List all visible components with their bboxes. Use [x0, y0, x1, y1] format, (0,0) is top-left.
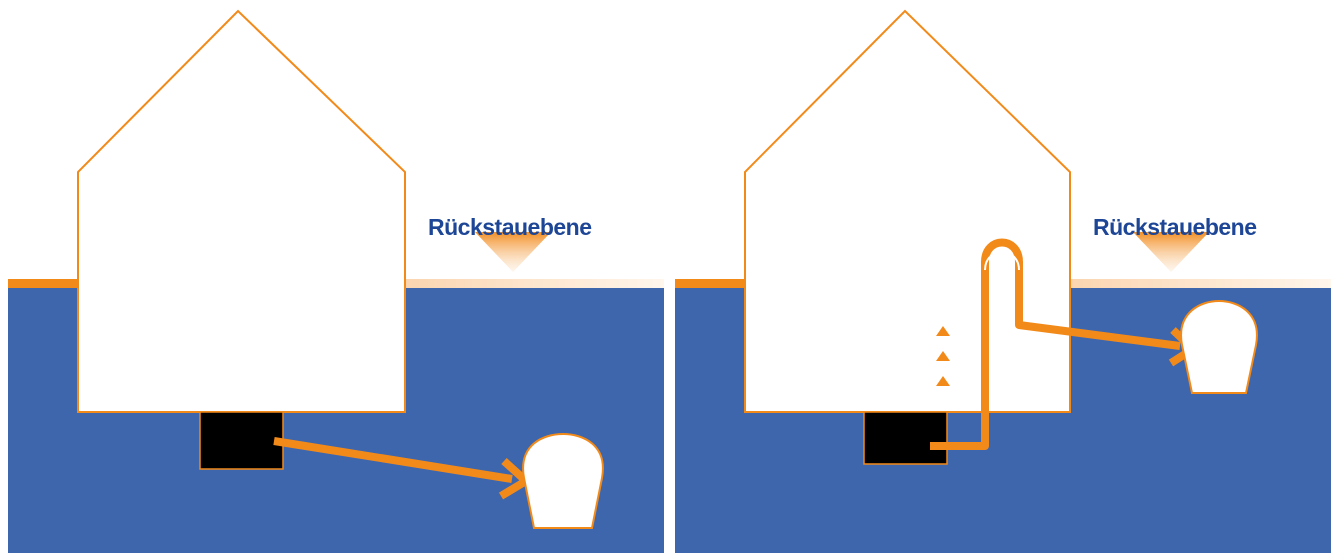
sewer-icon	[522, 432, 604, 529]
lifting-station-box	[863, 411, 948, 465]
gravity-drainage-diagram	[8, 9, 664, 553]
backflow-level-line	[1071, 279, 1331, 288]
panel-gravity-drainage: Rückstauebene	[8, 0, 664, 553]
pressure-up-icon	[936, 351, 950, 361]
lifting-station-diagram	[675, 9, 1331, 553]
surface-line	[675, 279, 747, 288]
panel-lifting-station: Rückstauebene	[675, 0, 1331, 553]
pressure-pipe	[930, 238, 1181, 450]
surface-line	[8, 279, 80, 288]
pressure-up-icon	[936, 326, 950, 336]
backflow-level-label: Rückstauebene	[1093, 214, 1257, 240]
house	[744, 9, 1071, 413]
sewer-icon	[1180, 299, 1258, 394]
pressure-up-icon	[936, 376, 950, 386]
backflow-marker-icon	[475, 232, 551, 272]
backflow-level-label: Rückstauebene	[428, 214, 592, 240]
backflow-marker-icon	[1133, 232, 1209, 272]
backflow-level-line	[406, 279, 664, 288]
pressure-pipe-inner	[984, 251, 1020, 271]
house	[77, 9, 406, 413]
flow-arrow-line	[273, 437, 513, 483]
drain-box	[199, 411, 284, 470]
